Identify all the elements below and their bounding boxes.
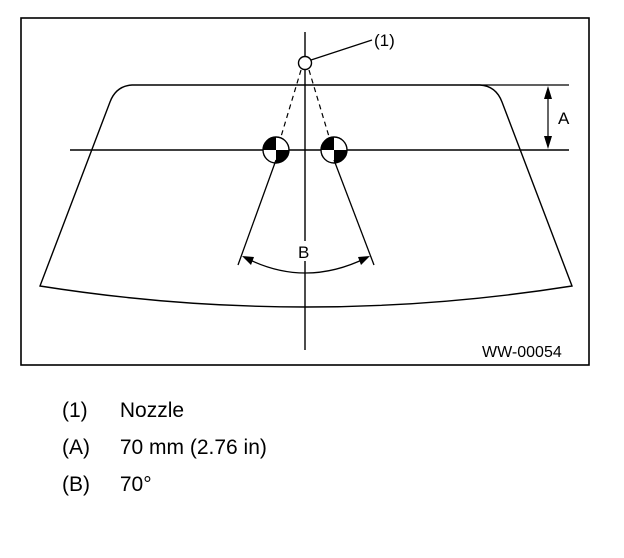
- angle-b-label-backdrop: [295, 241, 315, 261]
- legend: (1) Nozzle (A) 70 mm (2.76 in) (B) 70°: [62, 396, 582, 507]
- angle-b-label: B: [298, 243, 309, 262]
- figure-frame: [20, 17, 590, 366]
- angle-b-arrow-right: [358, 256, 370, 265]
- diagram-canvas: A (1) B WW-00054: [20, 17, 590, 366]
- windshield-washer-diagram: A (1) B WW-00054: [20, 17, 590, 366]
- legend-value: 70°: [119, 473, 152, 496]
- spray-line-right: [308, 69, 331, 141]
- legend-item-a: (A) 70 mm (2.76 in): [62, 433, 582, 470]
- dimension-a-arrow-top: [544, 86, 552, 99]
- dimension-a-arrow-bottom: [544, 136, 552, 149]
- windshield-outline: [39, 84, 573, 308]
- right-target-marker: [320, 136, 348, 164]
- legend-item-nozzle: (1) Nozzle: [62, 396, 582, 433]
- figure-code: WW-00054: [482, 344, 562, 361]
- spray-line-left: [279, 69, 302, 141]
- angle-b-arc: [245, 257, 367, 274]
- angle-b-line-right: [333, 159, 375, 266]
- nozzle-circle: [297, 55, 313, 71]
- legend-value: Nozzle: [119, 399, 185, 422]
- dimension-a-label: A: [558, 109, 570, 128]
- left-target-marker: [262, 136, 290, 164]
- legend-key: (1): [62, 399, 88, 422]
- legend-value: 70 mm (2.76 in): [119, 436, 267, 459]
- nozzle-leader-line: [310, 39, 373, 61]
- angle-b-arrow-left: [242, 256, 254, 265]
- legend-key: (B): [62, 473, 90, 496]
- angle-b-line-left: [237, 159, 277, 266]
- legend-key: (A): [62, 436, 90, 459]
- legend-item-b: (B) 70°: [62, 470, 582, 507]
- nozzle-callout: (1): [374, 31, 395, 50]
